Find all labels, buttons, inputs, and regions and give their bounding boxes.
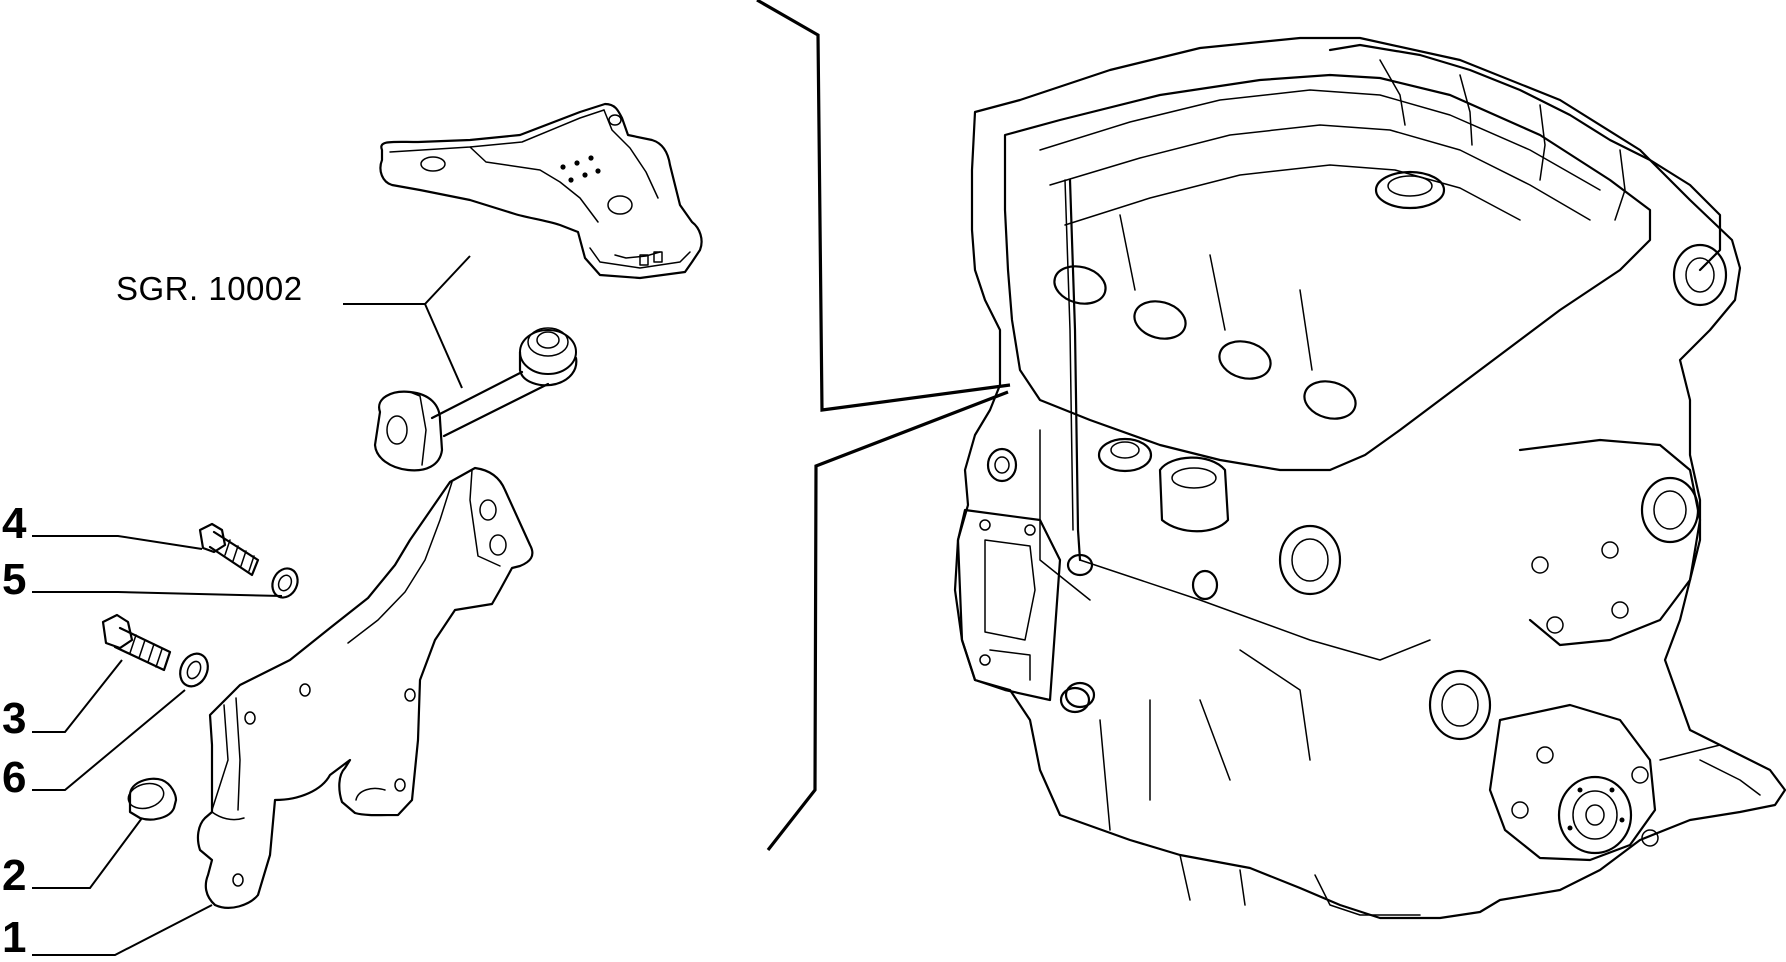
callout-1: 1 [2, 913, 27, 962]
callout-3: 3 [2, 694, 27, 743]
engine-block-icon [953, 36, 1786, 920]
bolt-icon [101, 613, 172, 672]
washer-icon [179, 652, 209, 688]
callout-4: 4 [2, 499, 27, 548]
callout-6: 6 [2, 753, 27, 802]
callout-5: 5 [2, 555, 27, 604]
callout-leaders [32, 255, 471, 956]
engine-group-bracket [756, 0, 1011, 851]
bolt-icon [198, 522, 260, 577]
engine-mount-bracket-icon [379, 102, 703, 280]
support-bracket-icon [196, 466, 534, 909]
callout-2: 2 [2, 851, 27, 900]
torque-rod-icon [373, 327, 578, 472]
reference-group-label: SGR. 10002 [116, 270, 303, 307]
spacer-bush-icon [127, 777, 178, 821]
